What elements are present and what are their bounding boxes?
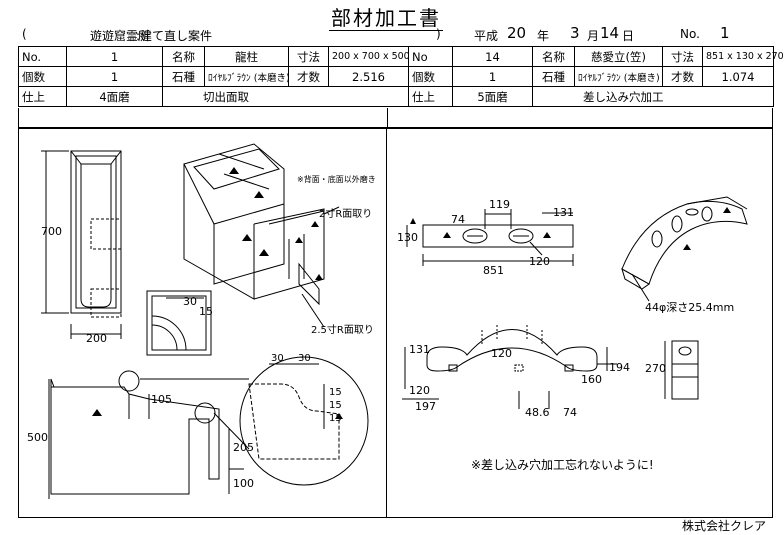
- arch-dim-486: 48.6: [525, 406, 550, 419]
- reminder-note: ※差し込み穴加工忘れないように!: [471, 457, 654, 472]
- side-dim-270: 270: [645, 362, 666, 375]
- year-unit: 年: [537, 29, 550, 43]
- label-name: 名称: [162, 46, 205, 67]
- page-title: 部材加工書: [329, 6, 443, 31]
- label-volume-right: 才数: [662, 66, 703, 87]
- detail-dim-15b: 15: [329, 400, 342, 411]
- label-count: 個数: [18, 66, 67, 87]
- label-size: 寸法: [288, 46, 329, 67]
- era-label: 平成: [474, 29, 499, 43]
- right-count: 1: [452, 66, 533, 87]
- chamfer-25sun-label: 2.5寸R面取り: [311, 323, 374, 336]
- left-finish-process: 切出面取: [162, 86, 409, 107]
- spec-table: No. 1 名称 龍柱 寸法 200 x 700 x 500 No 14 名称 …: [18, 46, 784, 107]
- plan-dim-15: 15: [199, 305, 213, 318]
- dim-205: 205: [233, 441, 254, 454]
- close-paren: ): [436, 27, 441, 41]
- label-size-right: 寸法: [662, 46, 703, 67]
- label-finish: 仕上: [18, 86, 67, 107]
- spec-row-2: 個数 1 石種 ﾛｲﾔﾙﾌﾞﾗｳﾝ (本磨き) 才数 2.516 個数 1 石種…: [18, 66, 774, 87]
- arch-dim-120b: 120: [409, 384, 430, 397]
- right-no: 14: [452, 46, 533, 67]
- arch-dim-74: 74: [563, 406, 577, 419]
- right-volume: 1.074: [702, 66, 774, 87]
- right-drawing: 119 131 74 130 120 851 44φ深さ25.4mm 131 1…: [397, 196, 748, 472]
- right-finish-faces: 5面磨: [452, 86, 533, 107]
- blank-row: [18, 108, 773, 128]
- label-no: No.: [18, 46, 67, 67]
- left-no: 1: [66, 46, 163, 67]
- sheet-no-label: No.: [680, 27, 700, 41]
- date-month: 3: [570, 24, 580, 42]
- arch-dim-194: 194: [609, 361, 630, 374]
- arch-dim-131: 131: [409, 343, 430, 356]
- polish-note: ※背面・底面以外磨き: [297, 174, 376, 184]
- month-unit: 月: [587, 29, 600, 43]
- right-drawing-panel: 119 131 74 130 120 851 44φ深さ25.4mm 131 1…: [386, 128, 773, 518]
- arch-dim-197: 197: [415, 400, 436, 413]
- label-volume: 才数: [288, 66, 329, 87]
- left-stone: ﾛｲﾔﾙﾌﾞﾗｳﾝ (本磨き): [204, 66, 290, 87]
- company-name: 株式会社クレア: [681, 519, 766, 533]
- dim-119: 119: [489, 198, 510, 211]
- right-stone: ﾛｲﾔﾙﾌﾞﾗｳﾝ (本磨き): [574, 66, 663, 87]
- left-count: 1: [66, 66, 163, 87]
- day-unit: 日: [622, 29, 635, 43]
- left-drawing: 700 200 30 15 ※背面・底面以外磨き 2寸R面取り 2.5寸R面取り…: [27, 143, 376, 499]
- left-finish-faces: 4面磨: [66, 86, 163, 107]
- detail-dim-30b: 30: [298, 353, 311, 364]
- dim-130: 130: [397, 231, 418, 244]
- dim-131: 131: [553, 206, 574, 219]
- date-year: 20: [507, 24, 527, 42]
- left-size: 200 x 700 x 500: [328, 46, 410, 67]
- dim-500: 500: [27, 431, 48, 444]
- label-stone: 石種: [162, 66, 205, 87]
- dim-851: 851: [483, 264, 504, 277]
- project-name: :建て直し案件: [136, 29, 213, 43]
- label-finish-right: 仕上: [408, 86, 453, 107]
- label-stone-right: 石種: [532, 66, 575, 87]
- plan-dim-30: 30: [183, 295, 197, 308]
- detail-dim-15c: 15: [329, 413, 342, 424]
- right-finish-process: 差し込み穴加工: [532, 86, 774, 107]
- dim-120: 120: [529, 255, 550, 268]
- dim-width: 200: [86, 332, 107, 345]
- right-size: 851 x 130 x 270: [702, 46, 784, 67]
- label-no-right: No: [408, 46, 453, 67]
- left-drawing-panel: 700 200 30 15 ※背面・底面以外磨き 2寸R面取り 2.5寸R面取り…: [18, 128, 387, 518]
- open-paren: (: [22, 27, 27, 41]
- arch-dim-120: 120: [491, 347, 512, 360]
- detail-dim-15a: 15: [329, 387, 342, 398]
- arch-dim-160: 160: [581, 373, 602, 386]
- hole-note: 44φ深さ25.4mm: [645, 301, 734, 314]
- date-day: 14: [600, 24, 620, 42]
- label-count-right: 個数: [408, 66, 453, 87]
- client-name: 遊遊窟霊所: [90, 29, 151, 43]
- dim-100: 100: [233, 477, 254, 490]
- left-volume: 2.516: [328, 66, 409, 87]
- spec-row-finish: 仕上 4面磨 切出面取 仕上 5面磨 差し込み穴加工: [18, 86, 774, 107]
- right-name: 慈愛立(笠): [574, 46, 663, 67]
- detail-dim-30a: 30: [271, 353, 284, 364]
- spec-row-1: No. 1 名称 龍柱 寸法 200 x 700 x 500 No 14 名称 …: [18, 46, 784, 67]
- dim-height: 700: [41, 225, 62, 238]
- left-name: 龍柱: [204, 46, 289, 67]
- sheet-no-value: 1: [720, 24, 730, 42]
- chamfer-2sun-label: 2寸R面取り: [319, 207, 372, 220]
- dim-105: 105: [151, 393, 172, 406]
- label-name-right: 名称: [532, 46, 575, 67]
- dim-74: 74: [451, 213, 465, 226]
